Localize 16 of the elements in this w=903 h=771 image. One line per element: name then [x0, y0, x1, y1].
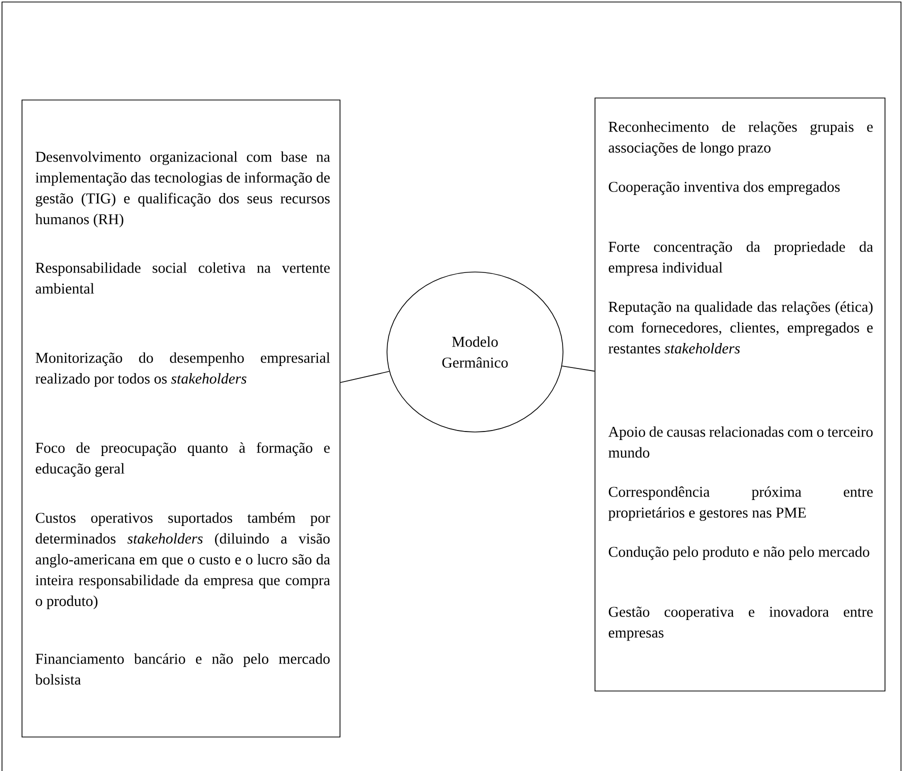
list-item: Responsabilidade social coletiva na vertente ambiental	[36, 262, 330, 294]
list-item: Financiamento bancário e não pelo mercado bolsista	[35, 653, 330, 685]
list-item: Correspondência próxima entre proprietários e gestores nas PME	[608, 486, 873, 521]
list-item: Custos operativos suportados também por determinados stakeholders (diluindo a visão anglo-americana em que o custo e o lucro são da inteira responsabilidade da empresa que compra o produto)	[36, 512, 330, 610]
list-item: Condução pelo produto e não pelo mercado	[608, 546, 870, 560]
list-item: Forte concentração da propriedade da empresa individual	[608, 241, 873, 276]
connector-line	[340, 371, 390, 383]
list-item: Desenvolvimento organizacional com base na implementação das tecnologias de informação de gestão (TIG) e qualificação dos seus recursos humanos (RH)	[35, 151, 330, 228]
list-item: Reconhecimento de relações grupais e associações de longo prazo	[608, 121, 873, 156]
list-item: Foco de preocupação quanto à formação e educação geral	[36, 442, 330, 477]
list-item: Gestão cooperativa e inovadora entre empresas	[608, 606, 873, 641]
connector-line	[562, 366, 595, 372]
list-item: Monitorização do desempenho empresarial realizado por todos os stakeholders	[36, 352, 330, 387]
list-item: Reputação na qualidade das relações (ética) com fornecedores, clientes, empregados e restantes stakeholders	[608, 301, 873, 354]
list-item: Apoio de causas relacionadas com o terceiro mundo	[608, 426, 873, 458]
list-item: Cooperação inventiva dos empregados	[608, 181, 840, 195]
